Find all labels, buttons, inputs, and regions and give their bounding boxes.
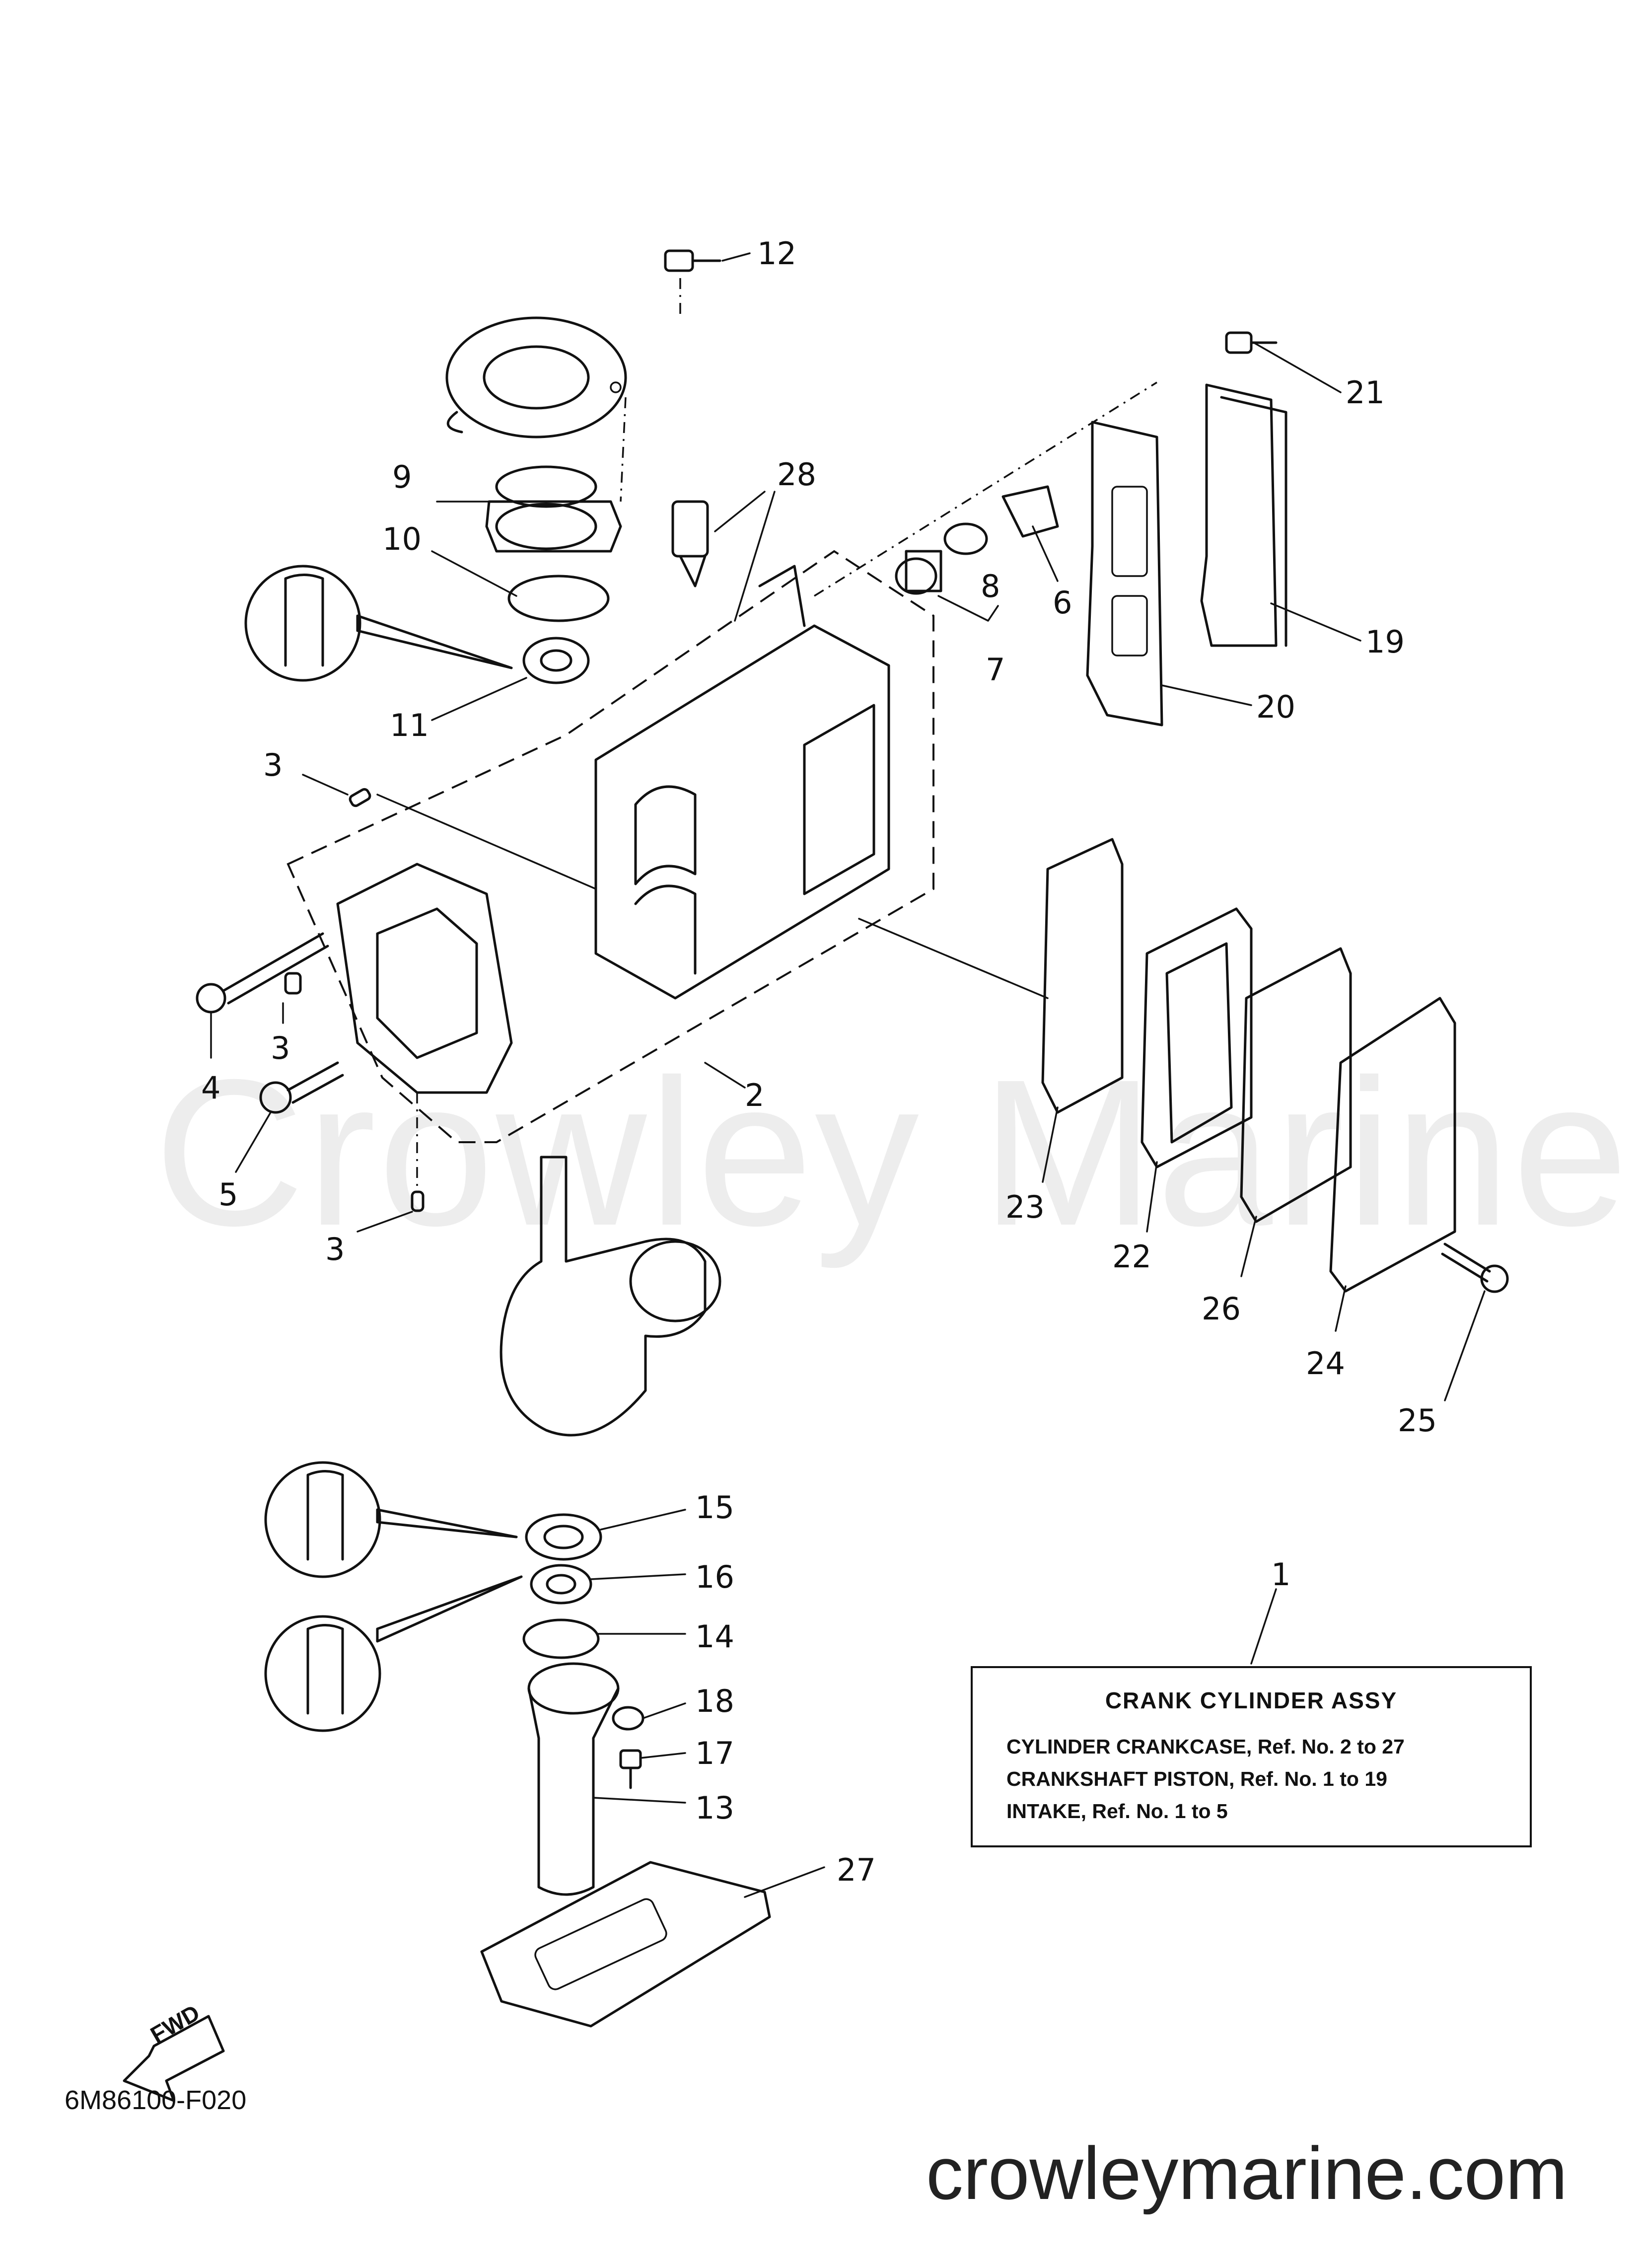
top-plate xyxy=(445,316,627,439)
callout-10: 10 xyxy=(382,521,422,557)
cylinder-block xyxy=(594,565,890,1000)
part-24-plate xyxy=(1329,997,1456,1293)
detail-bubble-upper xyxy=(244,565,513,682)
callout-23: 23 xyxy=(1005,1189,1045,1225)
crank-cylinder-assy-box: CRANK CYLINDER ASSY CYLINDER CRANKCASE, … xyxy=(971,1666,1532,1847)
callout-1: 1 xyxy=(1271,1556,1291,1593)
callout-2: 2 xyxy=(745,1077,765,1113)
assembly-outline xyxy=(286,550,934,1143)
part-13-sleeve xyxy=(527,1662,620,1896)
part-4-bolt xyxy=(196,932,329,1014)
callout-8: 8 xyxy=(981,568,1000,604)
detail-bubble-lower-2 xyxy=(264,1575,523,1732)
assy-box-line-1: CYLINDER CRANKCASE, Ref. No. 2 to 27 xyxy=(1006,1735,1405,1758)
part-15-seal xyxy=(525,1513,602,1561)
part-19-cover xyxy=(1200,383,1287,647)
watermark: Crowley Marine xyxy=(154,1036,1631,1269)
assy-box-title: CRANK CYLINDER ASSY xyxy=(1105,1687,1398,1713)
part-5-bolt xyxy=(259,1061,344,1114)
callout-4: 4 xyxy=(201,1070,221,1106)
part-23-gasket xyxy=(1041,838,1124,1114)
callout-16: 16 xyxy=(695,1559,734,1595)
callout-27: 27 xyxy=(837,1852,876,1888)
part-9-housing xyxy=(485,465,622,553)
part-12-bolt xyxy=(664,249,721,318)
callout-18: 18 xyxy=(695,1683,734,1719)
callout-21: 21 xyxy=(1346,374,1385,411)
part-14-oring xyxy=(522,1618,600,1659)
part-10-oring xyxy=(507,575,610,622)
part-25-bolt xyxy=(1441,1243,1509,1293)
part-22-reed-valve xyxy=(1141,907,1253,1169)
part-28-spark-plug xyxy=(671,500,709,587)
part-7-thermostat xyxy=(895,550,942,595)
fwd-arrow xyxy=(123,2015,225,2102)
callout-5: 5 xyxy=(218,1176,238,1213)
part-27-gasket xyxy=(480,1861,771,2028)
callout-24: 24 xyxy=(1306,1345,1345,1382)
part-8-seal xyxy=(943,522,988,555)
crankshaft xyxy=(500,1156,721,1437)
assy-box-line-3: INTAKE, Ref. No. 1 to 5 xyxy=(1006,1800,1228,1823)
callout-22: 22 xyxy=(1112,1239,1151,1275)
callout-3-top: 3 xyxy=(263,747,283,783)
callout-25: 25 xyxy=(1398,1402,1437,1439)
part-18-nut xyxy=(612,1706,644,1731)
callout-13: 13 xyxy=(695,1790,734,1826)
assy-box-line-2: CRANKSHAFT PISTON, Ref. No. 1 to 19 xyxy=(1006,1767,1387,1790)
part-26-gasket xyxy=(1240,947,1352,1223)
callout-19: 19 xyxy=(1365,624,1405,660)
callout-26: 26 xyxy=(1202,1291,1241,1327)
part-20-gasket xyxy=(1086,421,1163,727)
part-11-seal xyxy=(522,637,590,684)
callout-15: 15 xyxy=(695,1489,734,1526)
detail-bubble-lower-1 xyxy=(264,1461,518,1578)
part-3-dowel-c xyxy=(411,1190,425,1212)
callout-17: 17 xyxy=(695,1735,734,1771)
crankcase xyxy=(336,863,513,1094)
leader-lines xyxy=(210,252,1486,1898)
callout-28: 28 xyxy=(777,456,816,493)
callout-3-bottom: 3 xyxy=(325,1231,345,1267)
callout-3-mid: 3 xyxy=(271,1030,290,1066)
callout-20: 20 xyxy=(1256,689,1295,725)
part-3-dowel-a xyxy=(349,788,371,807)
callout-9: 9 xyxy=(392,459,412,495)
diagram-code: 6M86100-F020 xyxy=(65,2085,247,2115)
callout-11: 11 xyxy=(390,707,429,743)
part-17-screw xyxy=(619,1749,642,1789)
callout-14: 14 xyxy=(695,1618,734,1655)
site-footer: crowleymarine.com xyxy=(926,2131,1568,2215)
callout-12: 12 xyxy=(757,235,796,272)
callout-6: 6 xyxy=(1053,585,1072,621)
part-21-bolt xyxy=(1225,331,1278,354)
part-6-cap xyxy=(1001,485,1059,538)
part-3-dowel-b xyxy=(284,972,302,995)
callout-7: 7 xyxy=(986,652,1005,688)
part-16-bearing xyxy=(530,1564,592,1605)
